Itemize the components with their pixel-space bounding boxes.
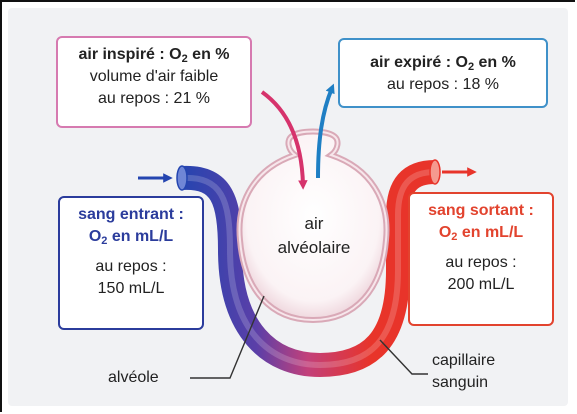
alveolar-air-line2: alvéolaire [277, 238, 351, 257]
alveole-leader-line [190, 295, 265, 379]
capillary-outlet [429, 159, 441, 185]
expired-air-line1: au repos : 18 % [386, 76, 500, 93]
blood-out-box: sang sortant : O2 en mL/L au repos : 200… [408, 192, 554, 326]
capillaire-label: capillaire sanguin [432, 350, 495, 394]
capillaire-line2: sanguin [432, 374, 489, 391]
blood-out-unit: O2 en mL/L [438, 224, 524, 243]
blood-out-line1: au repos : [445, 254, 517, 271]
capillary-tube-highlight [181, 169, 436, 369]
capillaire-leader-line [379, 339, 428, 375]
capillaire-line1: capillaire [432, 352, 496, 369]
blood-in-box: sang entrant : O2 en mL/L au repos : 150… [58, 196, 204, 330]
inspired-air-box: air inspiré : O2 en % volume d'air faibl… [56, 36, 252, 128]
expired-air-box: air expiré : O2 en % au repos : 18 % [338, 38, 548, 108]
alveolus-wall [238, 130, 388, 322]
inspired-air-title: air inspiré : O2 en % [78, 46, 230, 65]
expired-air-title: air expiré : O2 en % [370, 54, 516, 73]
expired-air-arrow [316, 83, 335, 179]
inspired-air-arrow [260, 90, 308, 190]
inspired-air-line2: au repos : 21 % [97, 90, 211, 107]
inspired-air-line1: volume d'air faible [89, 68, 219, 85]
blood-in-title: sang entrant : [78, 206, 184, 223]
alveolar-air-label: air alvéolaire [262, 212, 366, 260]
blood-in-line2: 150 mL/L [97, 280, 165, 297]
alveolar-air-line1: air [304, 214, 324, 233]
blood-in-unit: O2 en mL/L [88, 228, 174, 247]
capillary-inlet [176, 165, 188, 191]
blood-out-line2: 200 mL/L [447, 276, 515, 293]
capillary-tube [181, 160, 436, 378]
blood-out-title: sang sortant : [428, 202, 534, 219]
alveole-label: alvéole [108, 369, 159, 386]
blood-in-line1: au repos : [95, 258, 167, 275]
